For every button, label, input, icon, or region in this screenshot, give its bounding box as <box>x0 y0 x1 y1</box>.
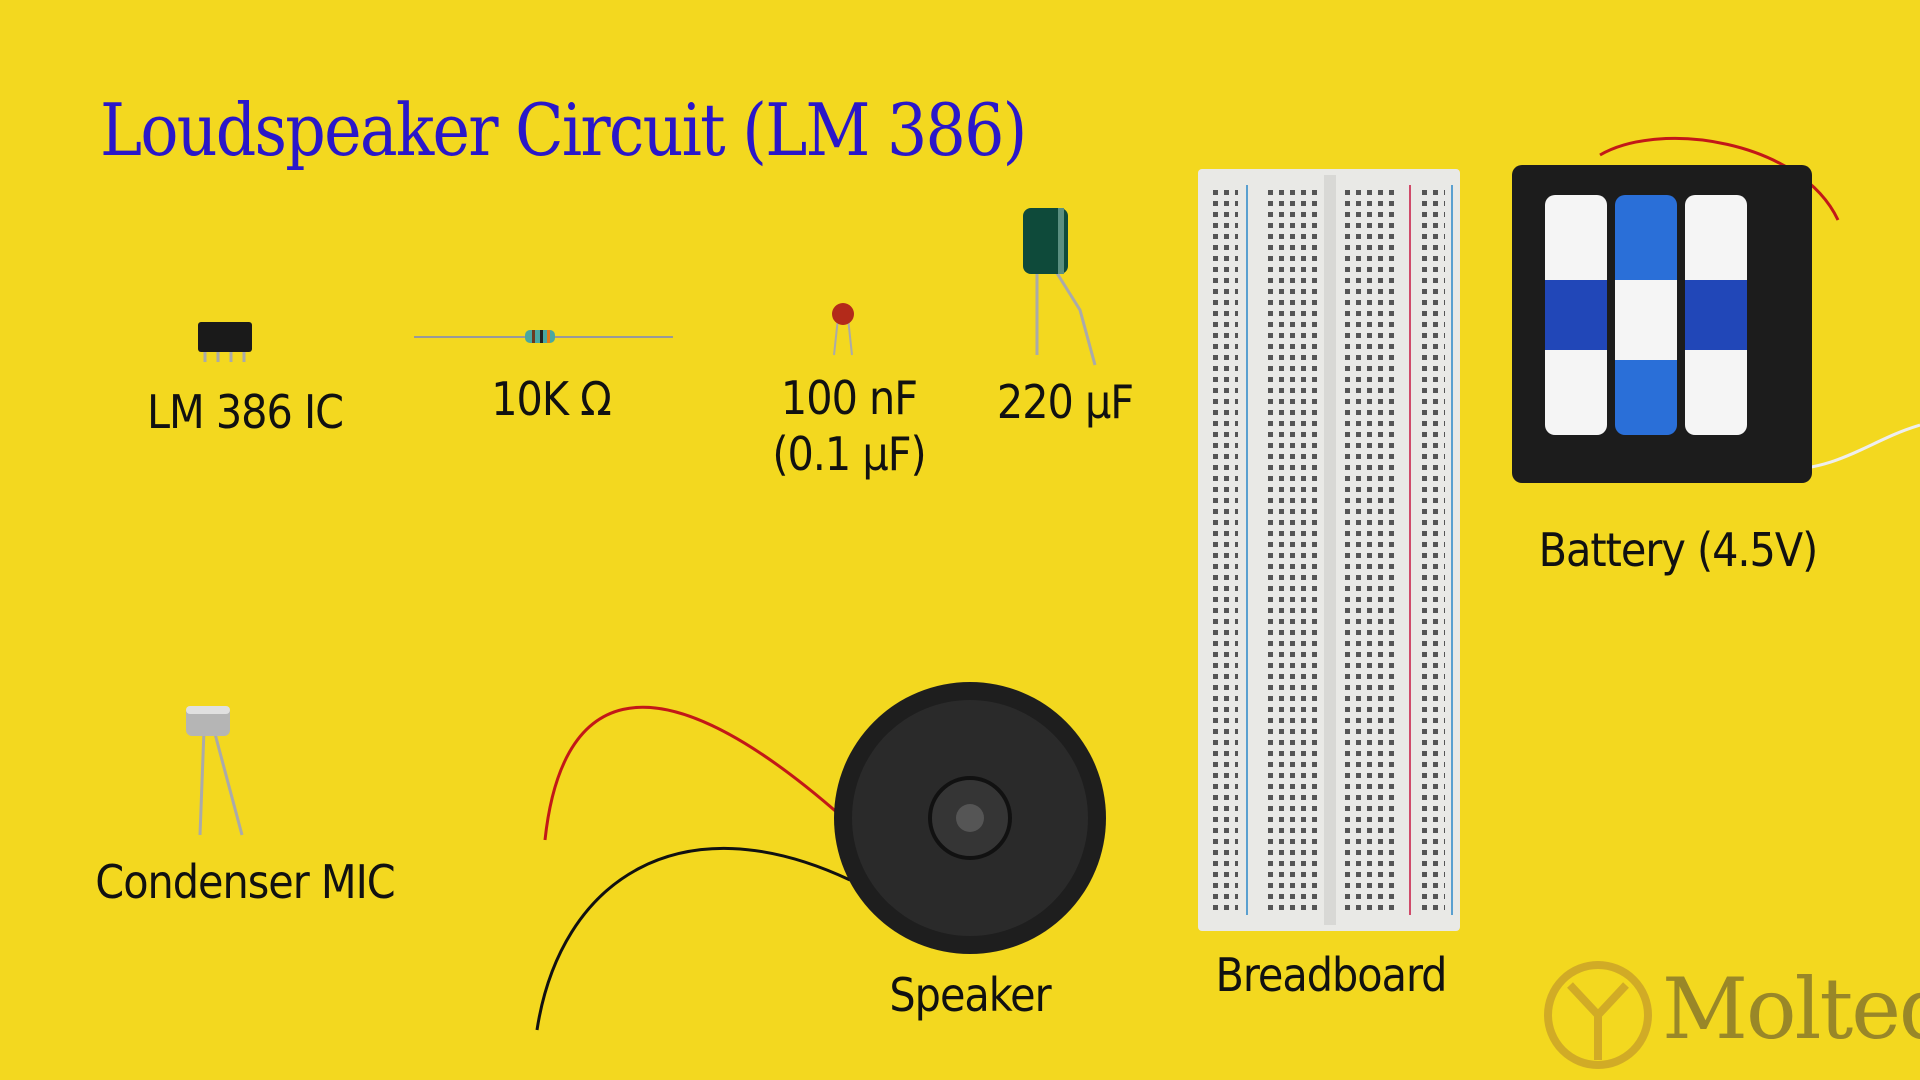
condenser-mic <box>186 706 244 836</box>
label-ceramic-capacitor-alt: (0.1 µF) <box>772 427 926 481</box>
ceramic-capacitor <box>832 303 854 356</box>
battery-pack <box>1512 137 1920 483</box>
logo-text: Molted <box>1662 960 1920 1058</box>
label-breadboard: Breadboard <box>1215 948 1448 1002</box>
electrolytic-capacitor <box>1023 208 1097 366</box>
label-electrolytic-capacitor: 220 µF <box>996 375 1134 429</box>
resistor <box>414 330 673 343</box>
page-title: Loudspeaker Circuit (LM 386) <box>100 88 1027 172</box>
label-speaker: Speaker <box>889 968 1051 1022</box>
lm386-chip <box>198 322 252 362</box>
breadboard <box>1198 169 1460 931</box>
speaker-device <box>535 682 1106 1031</box>
label-ceramic-capacitor-value: 100 nF <box>780 371 918 425</box>
label-condenser-mic: Condenser MIC <box>95 855 395 909</box>
molted-logo <box>1544 961 1652 1069</box>
label-battery: Battery (4.5V) <box>1538 523 1819 577</box>
label-resistor: 10K Ω <box>491 372 612 426</box>
label-ceramic-capacitor: 100 nF (0.1 µF) <box>772 370 926 482</box>
label-lm386-ic: LM 386 IC <box>146 385 344 439</box>
